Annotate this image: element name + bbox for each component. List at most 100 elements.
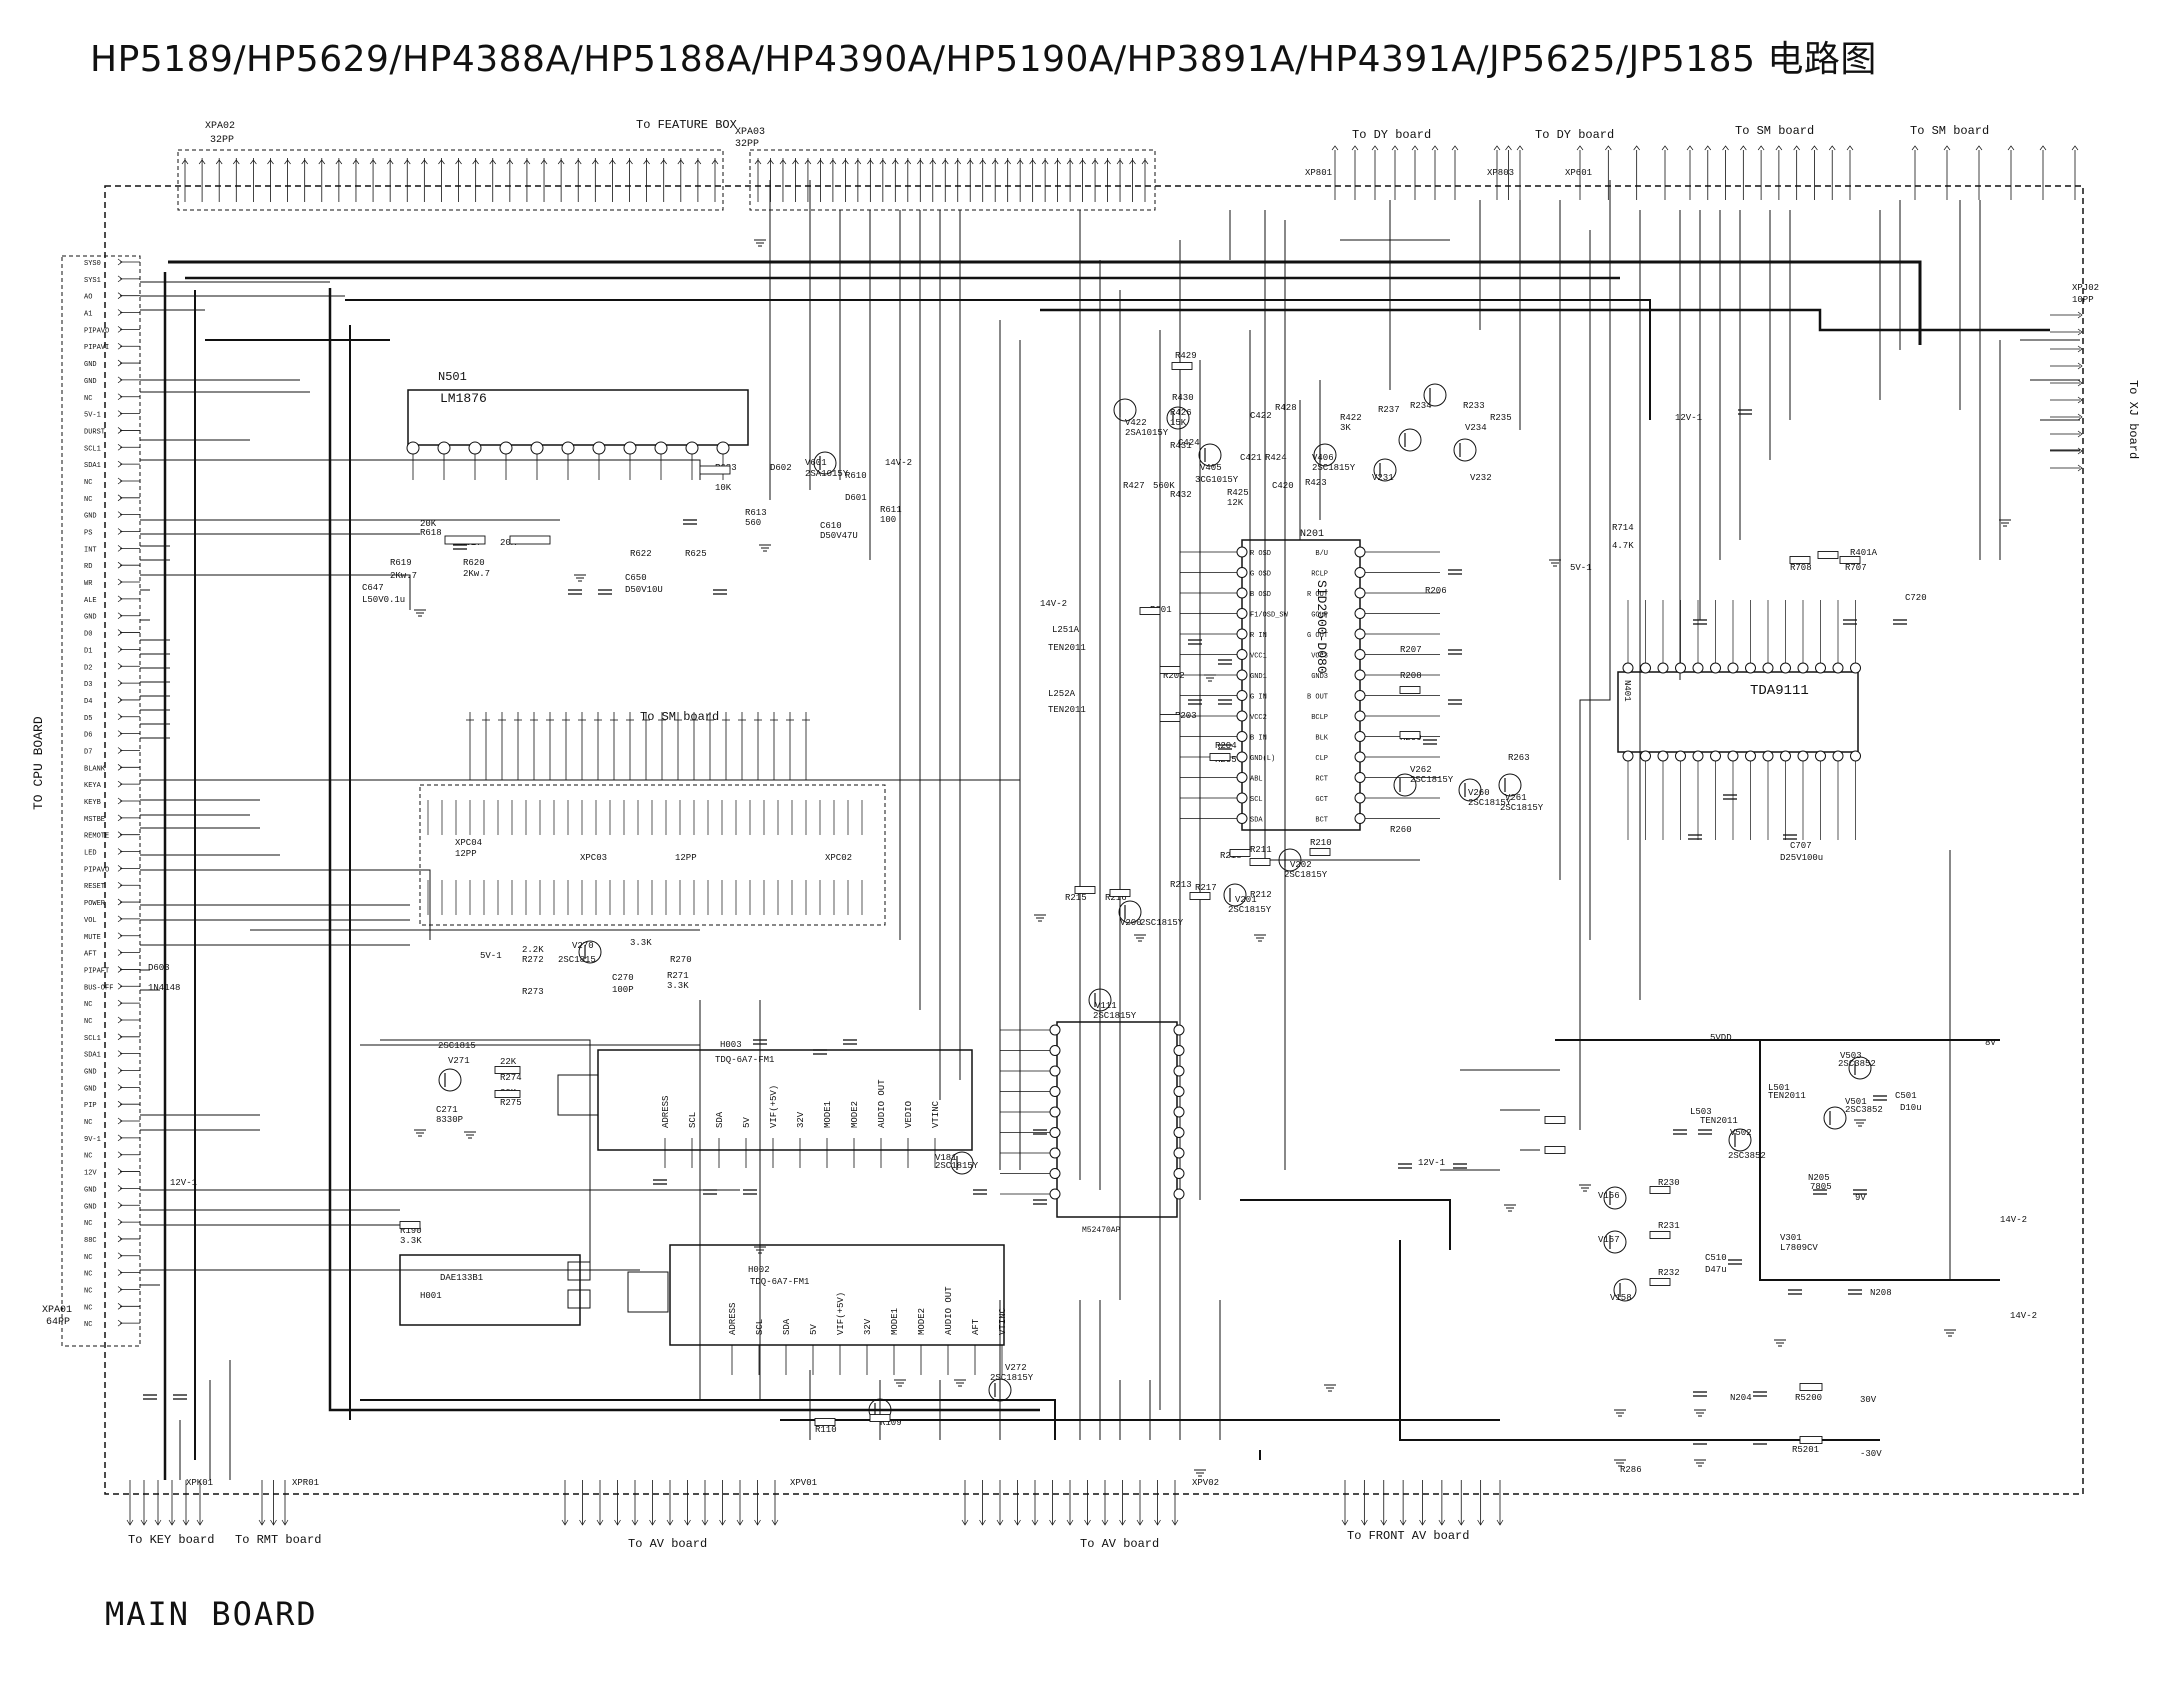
ic-tda9111: TDA9111 N401	[1617, 600, 1861, 840]
ic-n003: M52470AP	[1000, 1021, 1185, 1235]
c501-label: C501	[1895, 1091, 1917, 1101]
r190-label: R190	[400, 1226, 422, 1236]
tuner-pin-label: 32V	[863, 1318, 873, 1335]
bottom-connector-arrow	[754, 1519, 761, 1526]
label-14v2-b: 14V-2	[2000, 1215, 2027, 1225]
cpu-pin-label: 88C	[84, 1237, 97, 1245]
r5201-label: R5201	[1792, 1445, 1819, 1455]
connector-pin-arrow	[592, 159, 599, 165]
svg-text:TDQ-6A7-FM1: TDQ-6A7-FM1	[715, 1055, 774, 1065]
n201-pin-label: CLP	[1315, 755, 1328, 763]
tda-pin	[1640, 662, 1651, 674]
n201-pin-label: GND3	[1311, 673, 1328, 681]
cpu-pin-label: NC	[84, 1271, 92, 1279]
cpu-pin-arrow	[117, 427, 123, 434]
v502-value: 2SC3852	[1728, 1151, 1766, 1161]
cpu-pin-label: INT	[84, 546, 97, 554]
xj-board-label: To XJ board	[2126, 380, 2140, 459]
d601-label: D601	[845, 493, 867, 503]
r401a-label: R401A	[1850, 548, 1878, 558]
bottom-connector-arrow	[771, 1519, 779, 1526]
connector-pin-arrow	[335, 159, 343, 165]
label-12v1-b: 12V-1	[170, 1178, 197, 1188]
top-connector-arrow	[1431, 145, 1439, 151]
connector-pin-arrow	[966, 159, 974, 165]
connector-pin-arrow	[250, 159, 257, 165]
l252a-value: TEN2011	[1048, 705, 1086, 715]
bottom-connector-arrow	[736, 1519, 744, 1526]
v260-label: V260	[1468, 788, 1490, 798]
cpu-pin-arrow	[117, 1319, 123, 1327]
transistor-symbol	[1088, 988, 1112, 1012]
top-connector-arrow	[1576, 145, 1584, 151]
d602-label: D602	[770, 463, 792, 473]
r208-label: R208	[1400, 671, 1422, 681]
cpu-pin-label: WR	[84, 580, 93, 588]
transistor-symbol	[438, 1068, 462, 1092]
cpu-pin-arrow	[117, 275, 123, 283]
svg-text:H001: H001	[420, 1291, 442, 1301]
v271-value: 2SC1815	[438, 1041, 476, 1051]
av-board-label-1: To AV board	[628, 1537, 707, 1551]
tuner-pin-label: SCL	[755, 1319, 765, 1335]
cpu-board-label: TO CPU BOARD	[31, 716, 46, 810]
n201-pin	[1236, 546, 1248, 558]
rmt-board-label: To RMT board	[235, 1533, 321, 1547]
tuner-pin-label: SDA	[782, 1318, 792, 1335]
board-outline	[104, 185, 2084, 1495]
r206-label: R206	[1425, 586, 1447, 596]
label-8v: 8V	[1985, 1038, 1996, 1048]
tda-pin	[1762, 750, 1774, 762]
c647-value: L50V0.1u	[362, 595, 405, 605]
n003-pin	[1173, 1127, 1185, 1138]
front-av-board-label: To FRONT AV board	[1347, 1529, 1469, 1543]
n201-pin	[1236, 690, 1248, 701]
xj-pin-arrow	[2077, 413, 2083, 421]
cpu-pin-label: SYS1	[84, 277, 101, 285]
top-connector-arrow	[1371, 145, 1379, 151]
connector-pin-arrow	[754, 159, 762, 165]
r426-label: R426	[1170, 408, 1192, 418]
r427-value: 560K	[1153, 481, 1175, 491]
tuner-pin-label: ADRESS	[728, 1303, 738, 1335]
svg-text:12PP: 12PP	[455, 849, 477, 859]
xj-pin-arrow	[2077, 311, 2083, 319]
resistor-symbol	[1817, 551, 1839, 559]
top-connector-arrow	[1605, 145, 1612, 151]
bottom-connector-arrow	[649, 1519, 656, 1526]
r619-value: 2Kw.7	[390, 571, 417, 581]
v503-label: V503	[1840, 1051, 1862, 1061]
tda-pin	[1850, 750, 1861, 762]
v234-label: V234	[1465, 423, 1487, 433]
n201-pin-label: BLK	[1315, 735, 1328, 743]
resistor-symbol	[1399, 686, 1421, 694]
transistor-symbol	[813, 451, 837, 475]
cpu-pin-arrow	[117, 999, 123, 1007]
cpu-pin-label: KEYB	[84, 799, 101, 807]
tuner-pin-label: ADRESS	[661, 1096, 671, 1128]
tuner-pin-label: MODE1	[823, 1101, 833, 1128]
n201-pin	[1354, 546, 1366, 558]
bottom-connector-arrow	[1341, 1519, 1349, 1526]
r274-label: R274	[500, 1073, 522, 1083]
cpu-pin-arrow	[117, 1050, 123, 1057]
r201-label: R201	[1150, 605, 1172, 615]
tuner-pin-label: 5V	[809, 1324, 819, 1335]
n201-pin-label: F1/OSD_SW	[1250, 612, 1289, 620]
n201-pin-label: BCT	[1315, 817, 1328, 825]
connector-pin-arrow	[1141, 159, 1149, 165]
v272-label: V272	[1005, 1363, 1027, 1373]
svg-text:SID2500-D080: SID2500-D080	[1314, 580, 1329, 674]
top-connector-arrow	[1793, 145, 1800, 151]
r610-label: R610	[845, 471, 867, 481]
cpu-pin-label: 5V-1	[84, 412, 101, 420]
top-connector-arrow	[1943, 145, 1951, 151]
resistor-symbol	[1309, 848, 1331, 856]
r423-label: R423	[1305, 478, 1327, 488]
tda-pin	[1832, 662, 1844, 674]
n003-pin	[1173, 1147, 1185, 1159]
n201-pin-label: VCC2	[1250, 714, 1267, 722]
l501-value: TEN2011	[1768, 1091, 1806, 1101]
